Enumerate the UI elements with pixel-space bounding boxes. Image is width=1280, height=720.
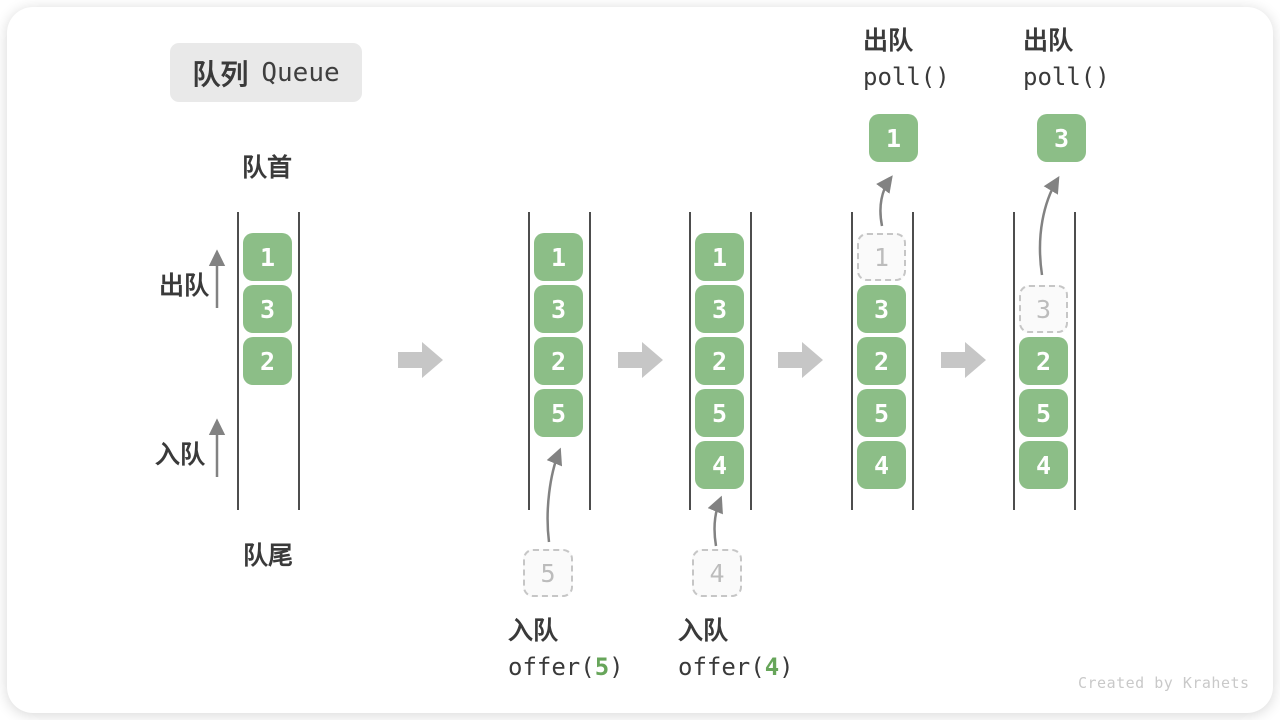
offer-verb: 入队 bbox=[678, 617, 729, 645]
removed-item-ghost: 3 bbox=[1019, 285, 1068, 333]
queue-item: 3 bbox=[534, 285, 583, 333]
queue-item: 3 bbox=[857, 285, 906, 333]
title-zh: 队列 bbox=[192, 58, 249, 90]
offer-code: offer(4) bbox=[678, 653, 794, 681]
offer-arg: 4 bbox=[764, 653, 780, 681]
incoming-item-ghost: 5 bbox=[523, 549, 573, 597]
queue-item: 2 bbox=[695, 337, 744, 385]
queue-item: 5 bbox=[534, 389, 583, 437]
poll-verb: 出队 bbox=[863, 27, 914, 55]
queue-wall-left bbox=[851, 212, 853, 510]
queue-item: 1 bbox=[243, 233, 292, 281]
queue-wall-right bbox=[750, 212, 752, 510]
queue-wall-left bbox=[237, 212, 239, 510]
diagram-card bbox=[7, 7, 1273, 713]
queue-wall-right bbox=[1074, 212, 1076, 510]
queue-item: 4 bbox=[695, 441, 744, 489]
queue-item: 2 bbox=[534, 337, 583, 385]
queue-item: 2 bbox=[857, 337, 906, 385]
poll-operation-caption: 出队 poll() bbox=[1023, 26, 1110, 91]
offer-code: offer(5) bbox=[508, 653, 624, 681]
incoming-item-ghost: 4 bbox=[692, 549, 742, 597]
queue-wall-left bbox=[689, 212, 691, 510]
poll-code: poll() bbox=[863, 63, 950, 91]
offer-code-close: ) bbox=[609, 653, 624, 681]
queue-item: 3 bbox=[243, 285, 292, 333]
queue-wall-right bbox=[589, 212, 591, 510]
queue-rear-label: 队尾 bbox=[243, 542, 294, 570]
title-en: Queue bbox=[261, 57, 340, 88]
queue-wall-right bbox=[298, 212, 300, 510]
dequeue-side-label: 出队 bbox=[159, 272, 210, 300]
queue-wall-right bbox=[912, 212, 914, 510]
offer-operation-caption: 入队 offer(5) bbox=[508, 616, 624, 681]
queue-item: 1 bbox=[534, 233, 583, 281]
watermark: Created by Krahets bbox=[1078, 674, 1250, 692]
queue-item: 5 bbox=[695, 389, 744, 437]
queue-item: 3 bbox=[695, 285, 744, 333]
queue-wall-left bbox=[1013, 212, 1015, 510]
queue-item: 4 bbox=[857, 441, 906, 489]
queue-item: 2 bbox=[1019, 337, 1068, 385]
offer-code-open: offer( bbox=[678, 653, 765, 681]
queue-item: 2 bbox=[243, 337, 292, 385]
polled-item: 3 bbox=[1037, 114, 1086, 162]
polled-item: 1 bbox=[869, 114, 918, 162]
enqueue-side-label: 入队 bbox=[155, 441, 206, 469]
removed-item-ghost: 1 bbox=[857, 233, 906, 281]
queue-item: 5 bbox=[857, 389, 906, 437]
queue-item: 1 bbox=[695, 233, 744, 281]
offer-verb: 入队 bbox=[508, 617, 559, 645]
title-chip: 队列 Queue bbox=[170, 43, 362, 102]
offer-operation-caption: 入队 offer(4) bbox=[678, 616, 794, 681]
queue-item: 4 bbox=[1019, 441, 1068, 489]
offer-arg: 5 bbox=[594, 653, 610, 681]
poll-operation-caption: 出队 poll() bbox=[863, 26, 950, 91]
poll-verb: 出队 bbox=[1023, 27, 1074, 55]
queue-front-label: 队首 bbox=[242, 154, 293, 182]
offer-code-open: offer( bbox=[508, 653, 595, 681]
offer-code-close: ) bbox=[779, 653, 794, 681]
queue-item: 5 bbox=[1019, 389, 1068, 437]
poll-code: poll() bbox=[1023, 63, 1110, 91]
queue-wall-left bbox=[528, 212, 530, 510]
